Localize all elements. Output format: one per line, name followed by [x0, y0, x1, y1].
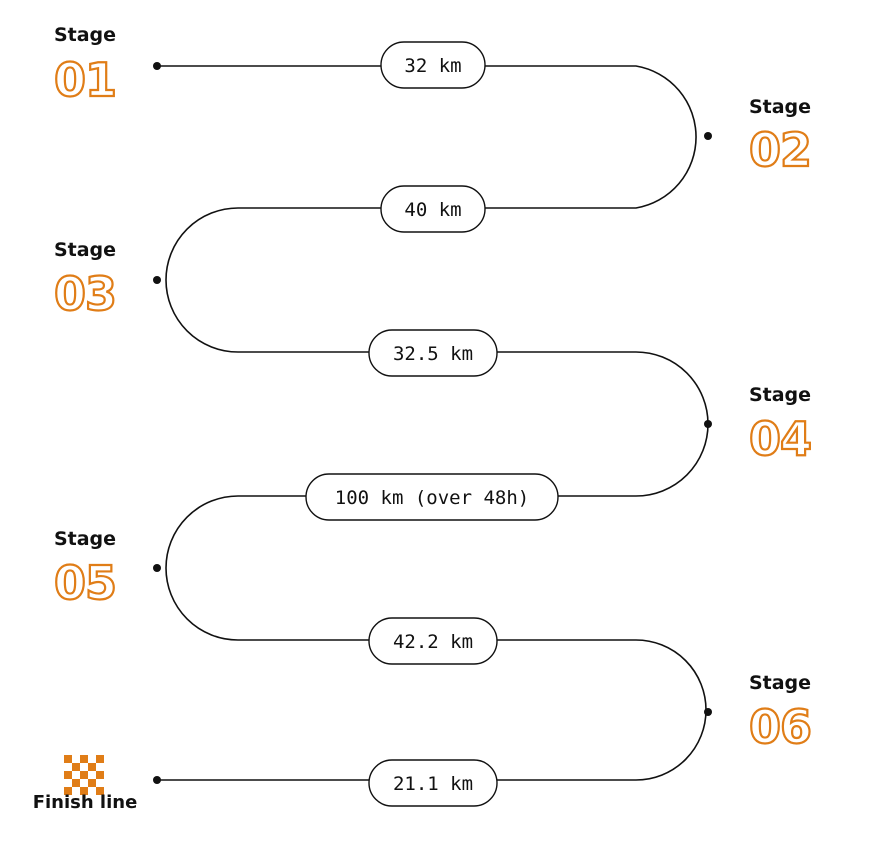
stage-04-dot: [704, 420, 712, 428]
flag-square: [64, 763, 72, 771]
stage-02-number: 02: [749, 123, 811, 177]
flag-square: [88, 755, 96, 763]
stage-06: Stage 06: [704, 672, 813, 755]
segment-pill-4: 100 km (over 48h): [305, 473, 559, 521]
stage-04: Stage 04: [704, 384, 813, 467]
segment-pill-4-box: [305, 473, 559, 521]
stage-06-number: 06: [749, 700, 811, 754]
stage-01-number: 01: [54, 53, 116, 107]
flag-square: [88, 779, 96, 787]
stage-05-dot: [153, 564, 161, 572]
segment-pill-6-box: [368, 759, 498, 807]
flag-square: [96, 763, 104, 771]
stage-06-dot: [704, 708, 712, 716]
stage-02-label: Stage: [749, 96, 811, 118]
stage-03-dot: [153, 276, 161, 284]
segment-pill-5: 42.2 km: [368, 617, 498, 665]
flag-square: [64, 755, 72, 763]
finish-dot: [153, 776, 161, 784]
stage-03-label: Stage: [54, 239, 116, 261]
flag-square: [72, 755, 80, 763]
segment-pill-2-box: [380, 185, 486, 233]
flag-square: [96, 787, 104, 795]
segment-pill-3: 32.5 km: [368, 329, 498, 377]
flag-square: [80, 771, 88, 779]
segment-pill-3-text: 32.5 km: [393, 343, 473, 365]
segment-pill-1: 32 km: [380, 41, 486, 89]
flag-square: [96, 779, 104, 787]
segment-pill-2-text: 40 km: [404, 199, 461, 221]
stage-04-label: Stage: [749, 384, 811, 406]
flag-square: [80, 787, 88, 795]
segment-pill-1-box: [380, 41, 486, 89]
stage-02: Stage 02: [704, 96, 813, 178]
segment-pill-3-box: [368, 329, 498, 377]
flag-square: [72, 771, 80, 779]
stage-04-number: 04: [749, 412, 811, 466]
segment-pill-5-box: [368, 617, 498, 665]
flag-square: [96, 755, 104, 763]
flag-square: [80, 763, 88, 771]
flag-square: [88, 787, 96, 795]
segment-pill-1-text: 32 km: [404, 55, 461, 77]
flag-square: [88, 771, 96, 779]
flag-square: [64, 779, 72, 787]
segment-pill-6-text: 21.1 km: [393, 773, 473, 795]
stage-01-label: Stage: [54, 24, 116, 46]
flag-square: [80, 755, 88, 763]
flag-square: [72, 779, 80, 787]
stage-03-number: 03: [54, 267, 116, 321]
stage-01-dot: [153, 62, 161, 70]
segment-pill-4-text: 100 km (over 48h): [335, 487, 529, 509]
route-path: [157, 65, 709, 781]
flag-square: [64, 787, 72, 795]
stage-02-dot: [704, 132, 712, 140]
segment-pill-6: 21.1 km: [368, 759, 498, 807]
flag-square: [64, 771, 72, 779]
checkered-flag-icon: [64, 755, 104, 795]
stage-05-number: 05: [54, 556, 116, 610]
stage-05-label: Stage: [54, 528, 116, 550]
finish-line: Finish line: [33, 755, 161, 813]
flag-square: [72, 787, 80, 795]
segment-pill-2: 40 km: [380, 185, 486, 233]
flag-square: [96, 771, 104, 779]
finish-line-label: Finish line: [33, 792, 138, 813]
stage-06-label: Stage: [749, 672, 811, 694]
flag-square: [72, 763, 80, 771]
flag-square: [80, 779, 88, 787]
stage-05: Stage 05: [53, 528, 161, 611]
stage-03: Stage 03: [53, 239, 161, 322]
flag-square: [88, 763, 96, 771]
stage-01: Stage 01: [53, 24, 161, 108]
segment-pill-5-text: 42.2 km: [393, 631, 473, 653]
